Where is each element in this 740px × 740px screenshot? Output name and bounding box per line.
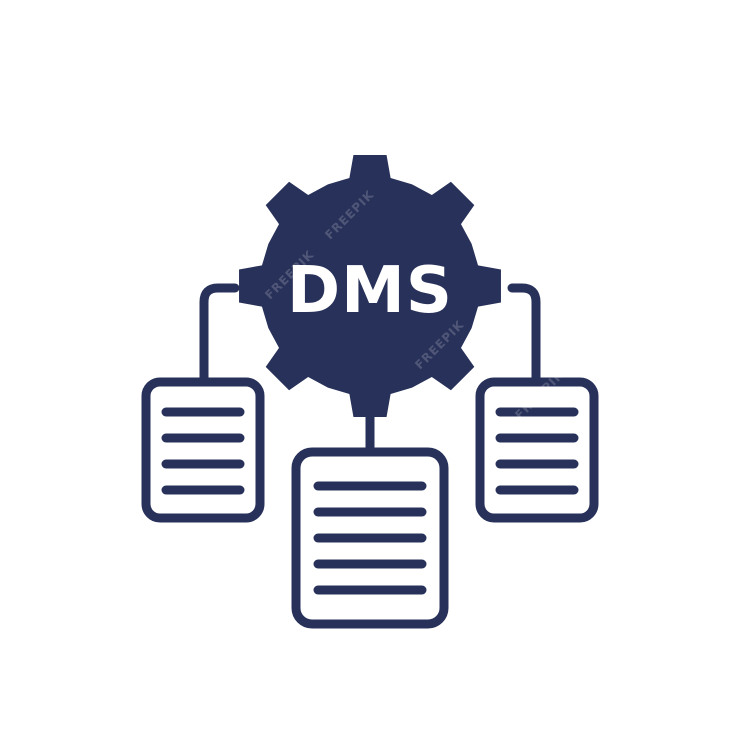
document-icon-right: [475, 377, 599, 523]
gear-icon: DMS: [239, 155, 501, 417]
connectors: [199, 283, 541, 455]
gear-label: DMS: [287, 254, 453, 328]
document-lines: [495, 407, 579, 495]
document-lines: [313, 481, 427, 595]
document-icon-left: [141, 377, 265, 523]
document-frame: [141, 377, 265, 523]
connector-right: [507, 283, 541, 389]
document-lines: [161, 407, 245, 495]
document-icon-center: [291, 447, 449, 629]
connector-left: [199, 283, 240, 389]
gear-shape: [239, 155, 501, 417]
